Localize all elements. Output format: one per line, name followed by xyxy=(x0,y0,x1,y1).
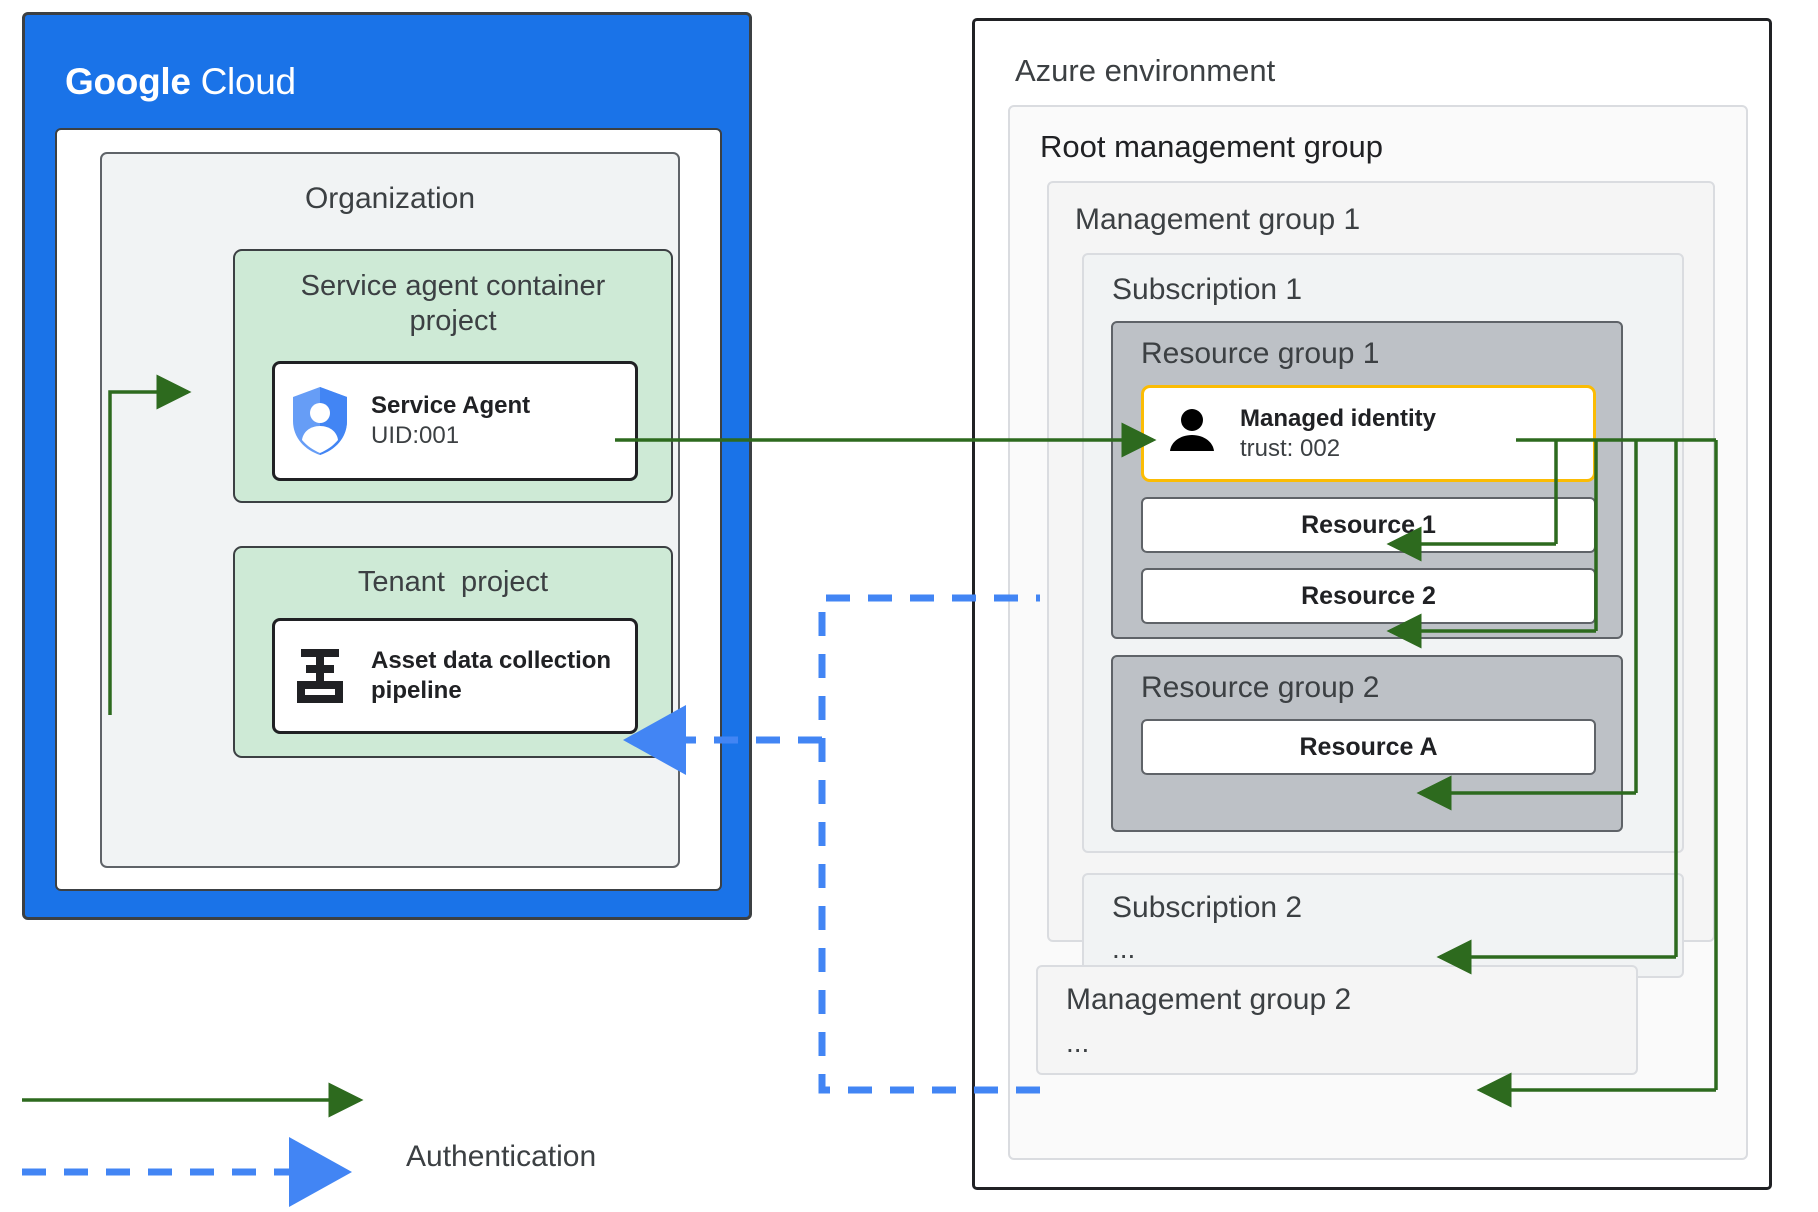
resource-group-1-title: Resource group 1 xyxy=(1141,337,1380,370)
google-cloud-logo: Google Cloud xyxy=(65,61,296,103)
subscription-2-ellipsis: ... xyxy=(1112,933,1136,964)
management-group-2-title: Management group 2 xyxy=(1066,983,1352,1016)
azure-environment-title: Azure environment xyxy=(1015,53,1276,88)
organization-label: Organization xyxy=(304,182,476,215)
subscription-1: Subscription 1 Resource group 1 xyxy=(1082,253,1684,853)
asset-data-collection-pipeline-card[interactable]: Asset data collection pipeline xyxy=(272,618,638,734)
root-management-group: Root management group Management group 1… xyxy=(1008,105,1748,1160)
legend-authentication-label: Authentication xyxy=(406,1140,597,1173)
service-agent-container-project: Service agent container project Servic xyxy=(233,249,673,503)
shield-person-icon xyxy=(289,385,351,457)
google-cloud-panel: Google Cloud Organization Service agent … xyxy=(22,12,752,920)
resource-group-2-title: Resource group 2 xyxy=(1141,671,1380,704)
service-agent-title: Service Agent xyxy=(371,392,531,419)
legend: Authentication Data collection xyxy=(16,1060,656,1200)
organization-box: Organization Service agent container pro… xyxy=(100,152,680,868)
resource-a-card[interactable]: Resource A xyxy=(1141,719,1596,775)
resource-group-2: Resource group 2 Resource A xyxy=(1111,655,1623,832)
resource-1-card[interactable]: Resource 1 xyxy=(1141,497,1596,553)
managed-identity-title: Managed identity xyxy=(1240,404,1437,432)
azure-environment-panel: Azure environment Root management group … xyxy=(972,18,1772,1190)
tenant-project: Tenant project xyxy=(233,546,673,758)
subscription-1-title: Subscription 1 xyxy=(1112,273,1303,306)
management-group-1-title: Management group 1 xyxy=(1075,203,1361,236)
management-group-2: Management group 2 ... xyxy=(1036,965,1638,1075)
google-cloud-logo-bold: Google xyxy=(65,61,191,102)
google-cloud-logo-light: Cloud xyxy=(190,61,296,102)
service-agent-card[interactable]: Service Agent UID:001 xyxy=(272,361,638,481)
pipeline-valve-icon xyxy=(289,645,351,707)
managed-identity-card[interactable]: Managed identity trust: 002 xyxy=(1141,385,1596,482)
managed-identity-text: Managed identity trust: 002 xyxy=(1240,404,1436,464)
service-agent-container-project-title: Service agent container project xyxy=(300,270,606,338)
resource-group-1: Resource group 1 Managed identity tru xyxy=(1111,321,1623,639)
subscription-2-title: Subscription 2 xyxy=(1112,891,1303,924)
management-group-1: Management group 1 Subscription 1 Resour… xyxy=(1047,181,1715,978)
service-agent-uid: UID:001 xyxy=(371,422,460,449)
tenant-project-title: Tenant project xyxy=(357,566,549,598)
person-icon xyxy=(1166,405,1218,462)
managed-identity-trust: trust: 002 xyxy=(1240,434,1341,462)
service-agent-card-text: Service Agent UID:001 xyxy=(371,391,530,451)
subscription-2: Subscription 2 ... xyxy=(1082,873,1684,978)
root-management-group-title: Root management group xyxy=(1040,129,1383,164)
resource-2-card[interactable]: Resource 2 xyxy=(1141,568,1596,624)
management-group-2-ellipsis: ... xyxy=(1066,1027,1090,1058)
pipeline-title: Asset data collection pipeline xyxy=(371,647,612,704)
google-cloud-inner-panel: Organization Service agent container pro… xyxy=(55,128,722,891)
pipeline-card-text: Asset data collection pipeline xyxy=(371,646,635,706)
